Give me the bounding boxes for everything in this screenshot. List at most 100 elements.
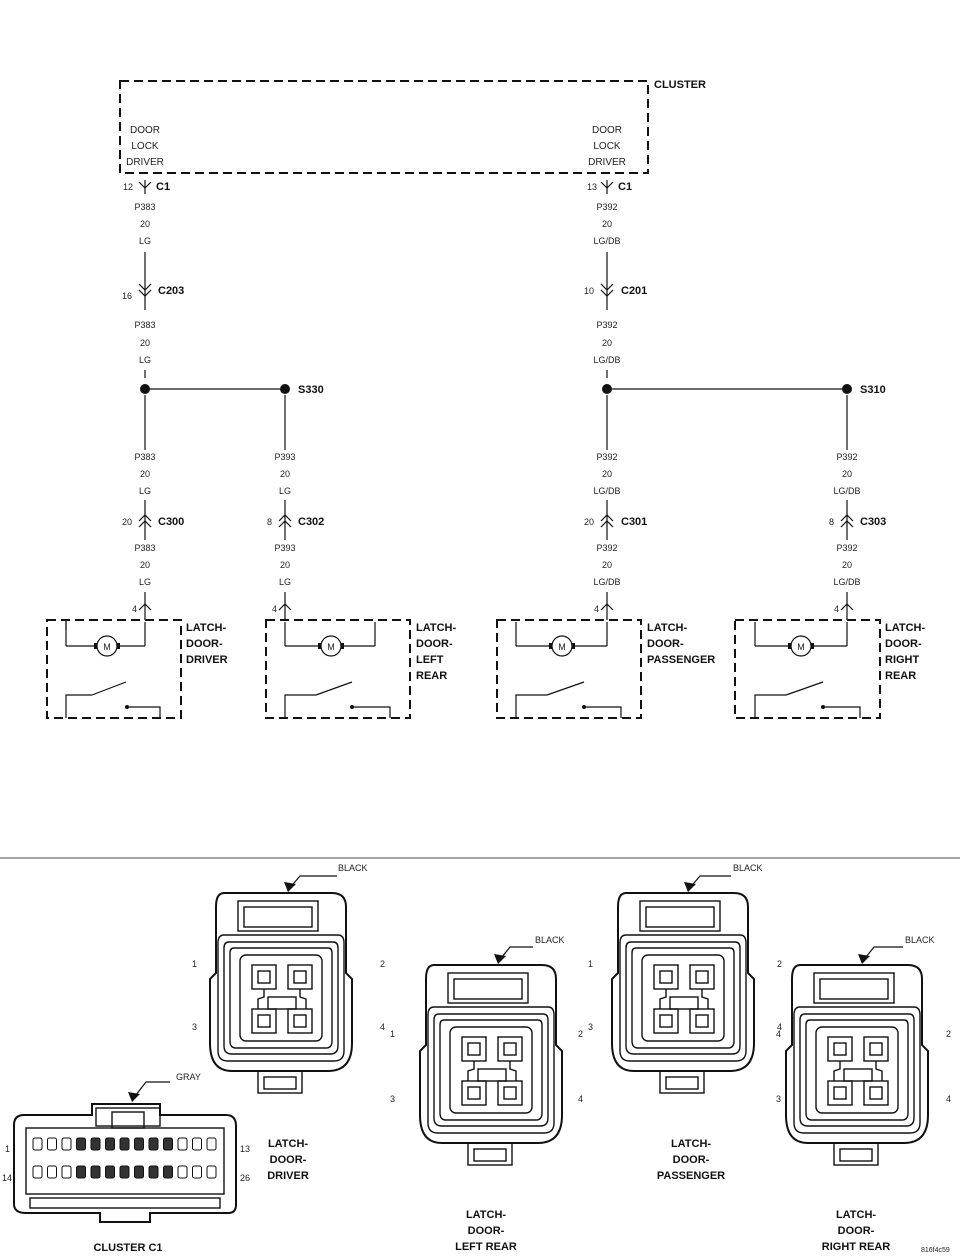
svg-text:4: 4 <box>272 604 277 614</box>
cluster-pin <box>47 1165 57 1179</box>
svg-text:8: 8 <box>829 517 834 527</box>
cluster-pin <box>206 1165 217 1179</box>
svg-text:C1: C1 <box>618 181 632 193</box>
svg-text:1: 1 <box>588 959 593 969</box>
svg-text:DOOR-: DOOR- <box>838 1225 875 1237</box>
svg-text:BLACK: BLACK <box>535 935 565 945</box>
cluster-pin <box>47 1137 57 1151</box>
svg-text:P393: P393 <box>274 452 295 462</box>
svg-text:S310: S310 <box>860 384 886 396</box>
svg-text:26: 26 <box>240 1173 250 1183</box>
cluster-label: CLUSTER <box>654 79 706 91</box>
svg-text:C302: C302 <box>298 516 324 528</box>
svg-text:10: 10 <box>584 286 594 296</box>
connector-view-left-rear: BLACK 1 2 3 4 LATCH- DOOR- LEFT REAR <box>390 935 583 1253</box>
svg-text:20: 20 <box>280 560 290 570</box>
svg-text:C301: C301 <box>621 516 647 528</box>
cluster-pin <box>206 1137 217 1151</box>
svg-text:M: M <box>797 642 805 652</box>
cluster-pin <box>163 1165 173 1179</box>
svg-text:LEFT REAR: LEFT REAR <box>455 1241 517 1253</box>
svg-text:3: 3 <box>390 1094 395 1104</box>
passenger-wire: 13 C1 P392 20 LG/DB 10 C201 P392 20 LG/D… <box>584 180 842 620</box>
svg-text:20: 20 <box>122 517 132 527</box>
svg-text:13: 13 <box>240 1144 250 1154</box>
cluster-pin <box>148 1165 159 1179</box>
svg-text:BLACK: BLACK <box>905 935 935 945</box>
svg-text:20: 20 <box>584 517 594 527</box>
svg-text:BLACK: BLACK <box>733 863 763 873</box>
svg-text:20: 20 <box>602 469 612 479</box>
cluster-pin <box>148 1137 159 1151</box>
svg-text:P383: P383 <box>134 452 155 462</box>
svg-text:P392: P392 <box>596 543 617 553</box>
svg-text:P383: P383 <box>134 320 155 330</box>
svg-text:BLACK: BLACK <box>338 863 368 873</box>
svg-text:LG: LG <box>139 486 151 496</box>
svg-text:RIGHT: RIGHT <box>885 654 920 666</box>
latch-door-passenger: M LATCH- DOOR- PASSENGER <box>496 619 715 719</box>
cluster-pin <box>119 1165 130 1179</box>
svg-text:C300: C300 <box>158 516 184 528</box>
svg-text:P392: P392 <box>836 543 857 553</box>
cluster-pin <box>105 1165 115 1179</box>
figure-id: 816f4c59 <box>921 1247 950 1254</box>
svg-text:1: 1 <box>5 1144 10 1154</box>
svg-text:DOOR-: DOOR- <box>416 638 453 650</box>
svg-text:LG: LG <box>139 355 151 365</box>
cluster-pin <box>32 1137 43 1151</box>
svg-text:CLUSTER C1: CLUSTER C1 <box>93 1242 162 1254</box>
cluster-pin <box>119 1137 130 1151</box>
svg-text:LOCK: LOCK <box>131 141 159 152</box>
svg-text:20: 20 <box>140 338 150 348</box>
svg-text:DRIVER: DRIVER <box>588 157 626 168</box>
svg-text:C203: C203 <box>158 285 184 297</box>
cluster-pin-grid <box>32 1137 217 1179</box>
svg-text:C201: C201 <box>621 285 647 297</box>
svg-text:LATCH-: LATCH- <box>268 1138 308 1150</box>
svg-text:LEFT: LEFT <box>416 654 444 666</box>
svg-text:2: 2 <box>380 959 385 969</box>
svg-text:DOOR-: DOOR- <box>885 638 922 650</box>
svg-text:LG/DB: LG/DB <box>593 486 620 496</box>
svg-text:3: 3 <box>776 1094 781 1104</box>
svg-text:2: 2 <box>777 959 782 969</box>
svg-text:LATCH-: LATCH- <box>647 622 687 634</box>
svg-text:3: 3 <box>588 1022 593 1032</box>
svg-text:4: 4 <box>578 1094 583 1104</box>
right-rear-wire: S310 P392 20 LG/DB 8 C303 P392 20 LG/DB … <box>829 384 886 620</box>
svg-text:DOOR-: DOOR- <box>647 638 684 650</box>
svg-text:M: M <box>103 642 111 652</box>
svg-text:REAR: REAR <box>885 670 916 682</box>
svg-text:13: 13 <box>587 182 597 192</box>
svg-text:4: 4 <box>594 604 599 614</box>
cluster-pin <box>105 1137 115 1151</box>
svg-text:20: 20 <box>140 219 150 229</box>
cluster-pin <box>61 1137 72 1151</box>
svg-text:2: 2 <box>946 1029 951 1039</box>
cluster-pin <box>90 1165 101 1179</box>
svg-text:DRIVER: DRIVER <box>186 654 228 666</box>
svg-text:P383: P383 <box>134 543 155 553</box>
svg-text:M: M <box>327 642 335 652</box>
svg-text:DOOR: DOOR <box>130 125 160 136</box>
latch-door-right-rear: M LATCH- DOOR- RIGHT REAR <box>734 619 925 719</box>
svg-text:C1: C1 <box>156 181 170 193</box>
svg-text:4: 4 <box>834 604 839 614</box>
svg-text:P393: P393 <box>274 543 295 553</box>
svg-text:20: 20 <box>140 560 150 570</box>
svg-text:PASSENGER: PASSENGER <box>657 1170 725 1182</box>
svg-text:LG/DB: LG/DB <box>593 577 620 587</box>
svg-text:20: 20 <box>140 469 150 479</box>
svg-text:LATCH-: LATCH- <box>836 1209 876 1221</box>
svg-text:4: 4 <box>946 1094 951 1104</box>
latch-door-driver: M LATCH- DOOR- DRIVER <box>46 619 228 719</box>
svg-text:LATCH-: LATCH- <box>466 1209 506 1221</box>
svg-text:DOOR-: DOOR- <box>186 638 223 650</box>
svg-text:DOOR: DOOR <box>592 125 622 136</box>
cluster-pin <box>32 1165 43 1179</box>
svg-text:LATCH-: LATCH- <box>186 622 226 634</box>
cluster-pin <box>177 1137 188 1151</box>
cluster-pin <box>61 1165 72 1179</box>
